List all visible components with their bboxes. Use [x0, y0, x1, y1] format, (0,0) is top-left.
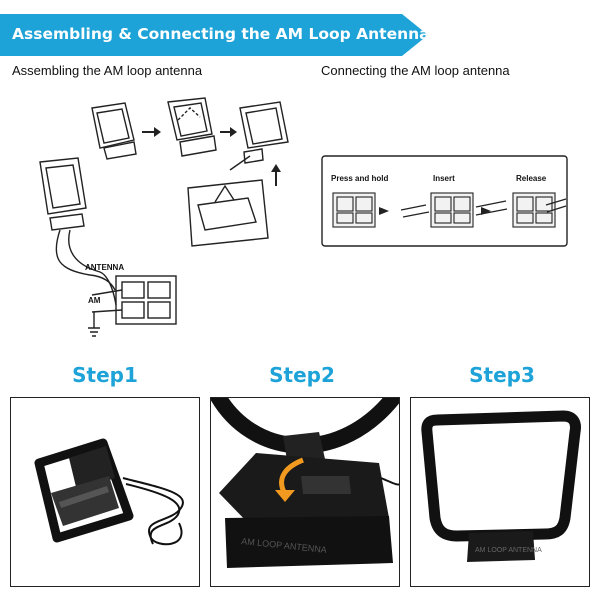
- step2-label: Step2: [269, 363, 335, 387]
- header-banner: Assembling & Connecting the AM Loop Ante…: [0, 14, 428, 56]
- antenna-label: ANTENNA: [85, 263, 124, 272]
- step-insert-label: Insert: [433, 174, 455, 183]
- terminal-insert: [430, 192, 474, 228]
- banner-title: Assembling & Connecting the AM Loop Ante…: [12, 25, 430, 43]
- assembling-heading: Assembling the AM loop antenna: [12, 63, 203, 78]
- step3-base-text: AM LOOP ANTENNA: [475, 547, 542, 554]
- connecting-heading: Connecting the AM loop antenna: [321, 63, 510, 78]
- arrow-right-icon: [379, 207, 389, 215]
- step-press-hold-label: Press and hold: [331, 174, 388, 183]
- assembly-diagram: ANTENNA AM: [39, 97, 289, 337]
- step-release-label: Release: [516, 174, 547, 183]
- step1-label: Step1: [72, 363, 138, 387]
- step2-photo: AM LOOP ANTENNA: [210, 397, 400, 587]
- step3-photo: AM LOOP ANTENNA: [410, 397, 590, 587]
- terminal-release: [512, 192, 556, 228]
- connection-diagram: Press and hold Insert Release: [321, 155, 568, 247]
- step3-label: Step3: [469, 363, 535, 387]
- terminal-press: [332, 192, 376, 228]
- arrow-right-icon-2: [481, 207, 491, 215]
- loop-stage-3: [239, 101, 289, 164]
- am-label: AM: [88, 296, 101, 305]
- loop-main: [39, 157, 87, 231]
- loop-stage-1: [91, 102, 137, 160]
- loop-stage-2: [167, 97, 217, 157]
- step1-photo: [10, 397, 200, 587]
